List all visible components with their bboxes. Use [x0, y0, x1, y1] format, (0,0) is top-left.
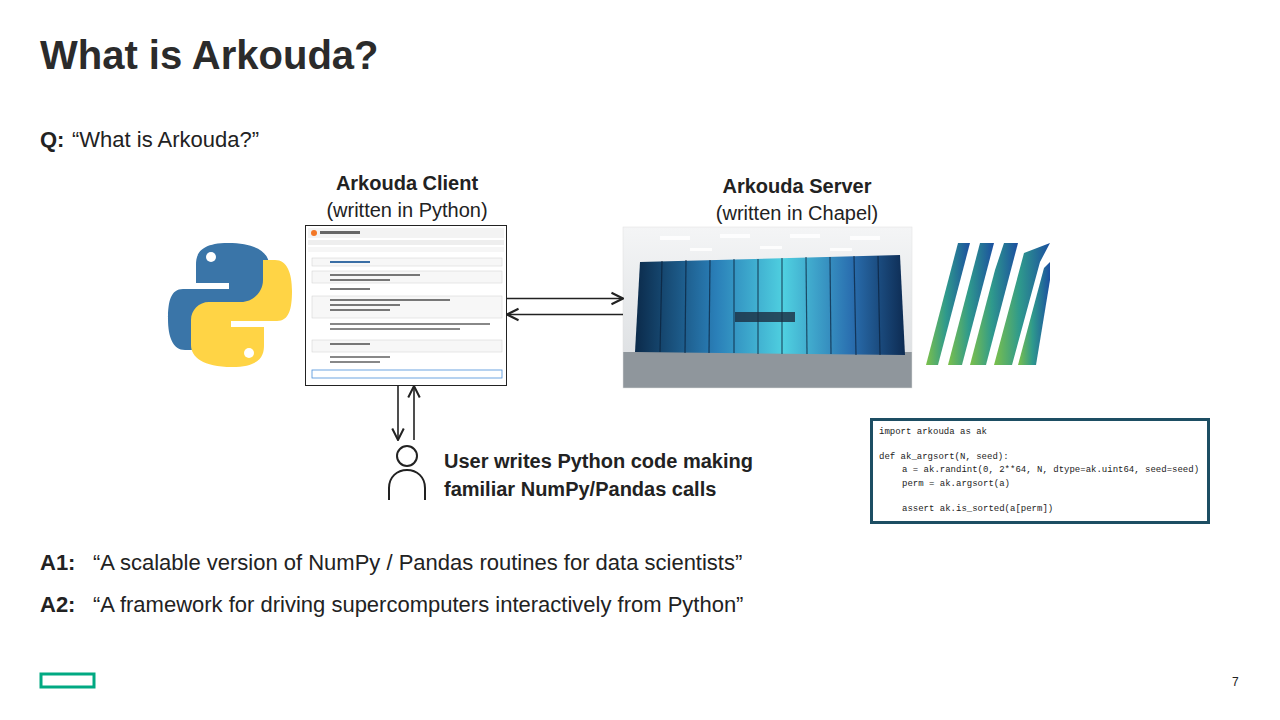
node-heading: Arkouda Client	[246, 172, 568, 195]
arrow-line	[507, 314, 623, 316]
page-number: 7	[1232, 675, 1239, 689]
chapel-logo	[926, 243, 1050, 365]
node-subheading: (written in Chapel)	[627, 202, 967, 225]
bidirectional-arrow	[507, 299, 623, 315]
question-marker: Q:	[40, 127, 64, 153]
server-box: Arkouda Server(written in Chapel)	[623, 227, 912, 388]
answer-text: “A framework for driving supercomputers …	[93, 592, 743, 618]
code-line: import arkouda as ak	[879, 427, 987, 437]
arrow-line	[507, 298, 623, 300]
code-box: import arkouda as ak def ak_argsort(N, se…	[870, 418, 1210, 524]
answer-marker: A1:	[40, 550, 75, 576]
bidirectional-arrow	[398, 386, 414, 440]
arrow-line	[413, 386, 415, 440]
supercomputer-photo	[623, 227, 912, 388]
node-heading: Arkouda Server	[627, 175, 967, 198]
user-caption: User writes Python code making familiar …	[444, 447, 800, 503]
question-text: “What is Arkouda?”	[72, 127, 259, 153]
notebook-screenshot	[305, 225, 507, 386]
arrow-line	[397, 386, 399, 440]
hpe-logo	[41, 674, 94, 687]
slide-title: What is Arkouda?	[40, 33, 379, 78]
answer-marker: A2:	[40, 592, 75, 618]
user-node: User writes Python code making familiar …	[385, 440, 800, 505]
code-line: assert ak.is_sorted(a[perm])	[902, 504, 1053, 514]
python-logo	[168, 243, 292, 367]
client-box: Arkouda Client(written in Python)	[305, 225, 507, 386]
answer-text: “A scalable version of NumPy / Pandas ro…	[93, 550, 742, 576]
person-icon	[389, 446, 425, 500]
code-line: perm = ak.argsort(a)	[902, 479, 1010, 489]
code-line: a = ak.randint(0, 2**64, N, dtype=ak.uin…	[902, 465, 1199, 475]
node-subheading: (written in Python)	[246, 199, 568, 222]
code-line: def ak_argsort(N, seed):	[879, 452, 1009, 462]
